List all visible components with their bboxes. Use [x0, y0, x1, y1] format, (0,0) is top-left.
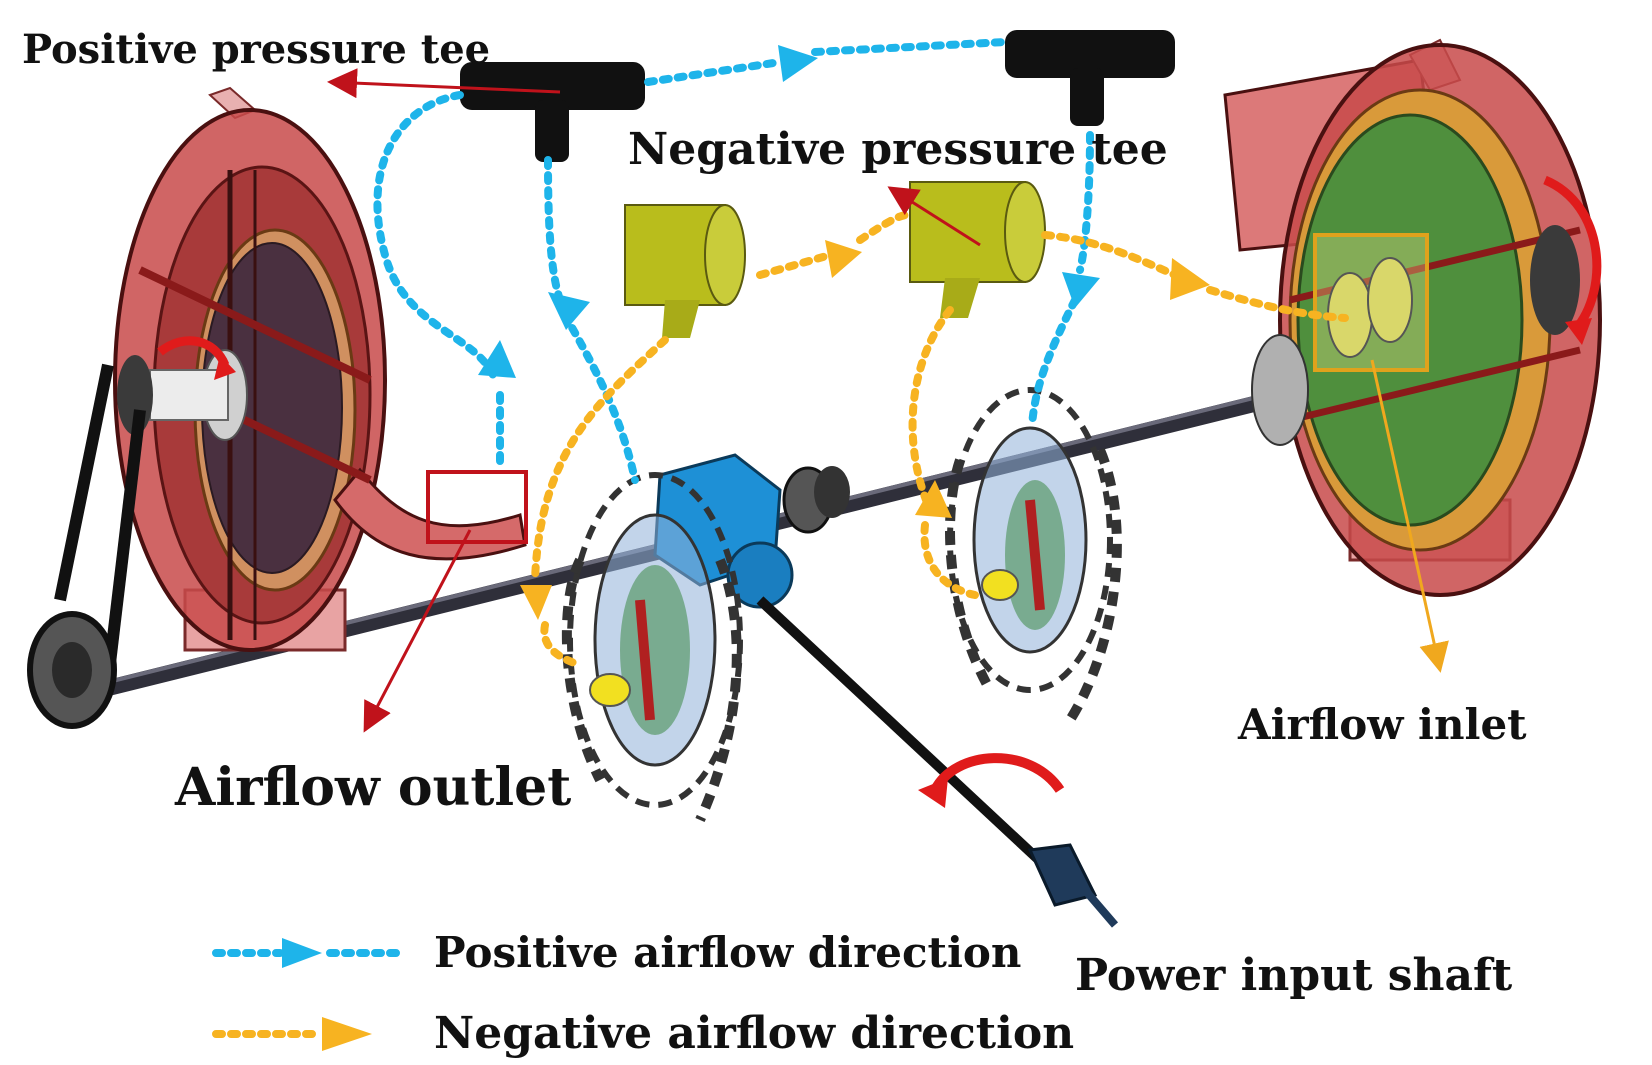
- left-seed-metering-device: [561, 472, 743, 823]
- positive-airflow-arrowheads: [478, 45, 1100, 378]
- shaft-coupling: [782, 466, 850, 534]
- power-input-shaft: [756, 596, 1119, 928]
- left-fan-housing: [113, 86, 527, 652]
- negative-airflow-paths: [531, 211, 1349, 669]
- negative-airflow-arrowheads: [520, 240, 1210, 620]
- inlet-leader: [1370, 359, 1449, 673]
- negative-tee-leader: [887, 186, 981, 247]
- right-seed-metering-device: [945, 387, 1122, 723]
- legend-negative-swatch: [212, 1016, 372, 1051]
- legend-negative-text: Negative airflow direction: [434, 1008, 1075, 1059]
- legend-negative: Negative airflow direction: [210, 1008, 1074, 1059]
- airflow-outlet-box: [426, 470, 528, 544]
- right-air-chamber: [909, 181, 1046, 318]
- airflow-inlet-box: [1313, 233, 1429, 372]
- left-air-chamber: [624, 204, 746, 338]
- outlet-leader: [363, 529, 472, 733]
- negative-pressure-tee-label: Negative pressure tee: [628, 124, 1168, 175]
- legend-positive-text: Positive airflow direction: [434, 928, 1022, 977]
- positive-airflow-paths: [373, 38, 1094, 484]
- positive-pressure-tee-label: Positive pressure tee: [22, 26, 491, 73]
- positive-pressure-tee: [460, 62, 645, 162]
- leader-lines: [327, 68, 1449, 733]
- belt-drive: [27, 363, 146, 729]
- negative-pressure-tee: [1005, 30, 1175, 126]
- legend-positive-swatch: [212, 937, 400, 968]
- airflow-outlet-label: Airflow outlet: [175, 757, 572, 818]
- legend-positive: Positive airflow direction: [210, 928, 1021, 977]
- airflow-inlet-label: Airflow inlet: [1238, 700, 1527, 749]
- power-input-shaft-label: Power input shaft: [1075, 950, 1513, 1001]
- positive-tee-leader: [327, 68, 561, 99]
